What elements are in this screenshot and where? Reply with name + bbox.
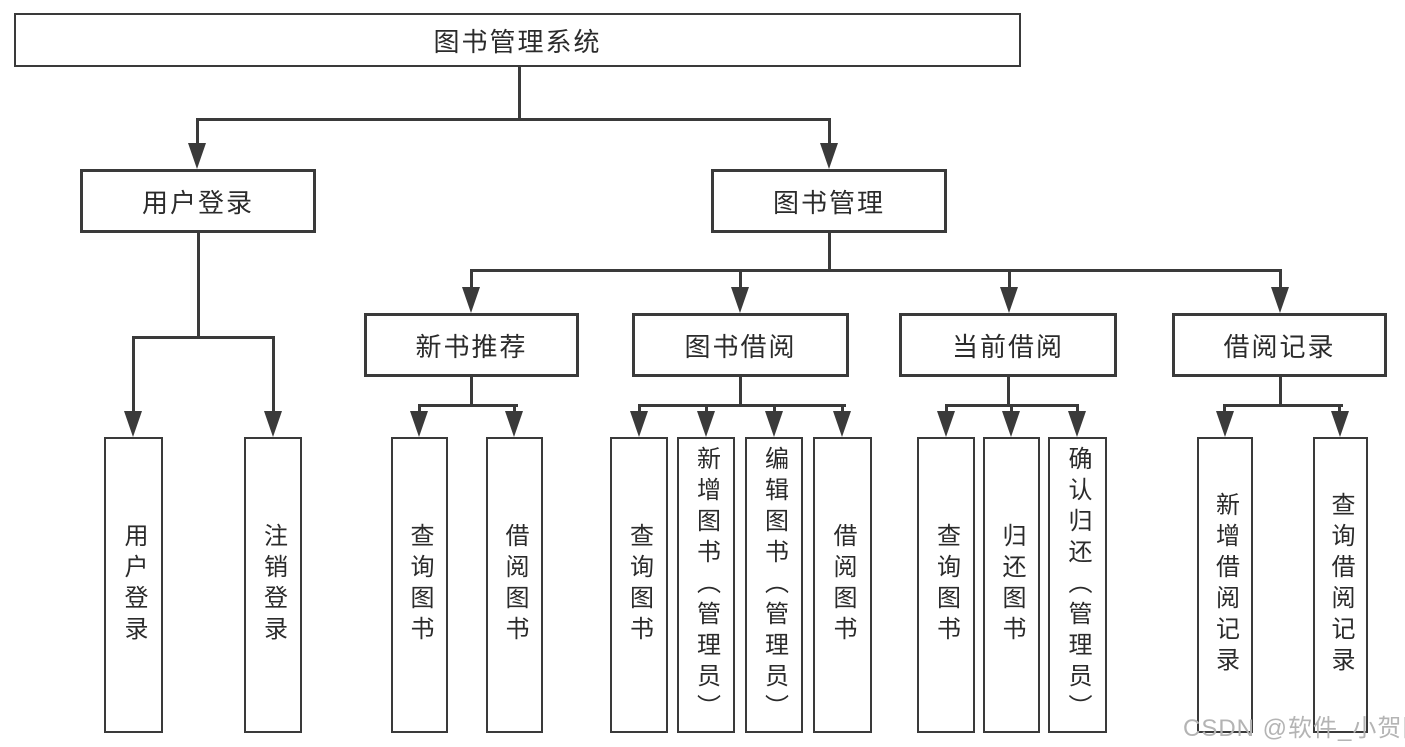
leaf-edit-book-admin: 编辑图书（管理员） bbox=[745, 437, 803, 733]
arrow-down-icon bbox=[833, 411, 851, 437]
node-label: 图书管理 bbox=[772, 187, 885, 218]
node-borrowing-records: 借阅记录 bbox=[1172, 313, 1387, 377]
leaf-label: 确认归还（管理员） bbox=[1064, 445, 1091, 725]
connector-newbook-fork bbox=[418, 404, 518, 407]
leaf-add-borrow-record: 新增借阅记录 bbox=[1197, 437, 1253, 733]
node-label: 当前借阅 bbox=[951, 331, 1064, 362]
connector-drop-user-login bbox=[196, 118, 199, 148]
connector-drop-leaf bbox=[1338, 404, 1341, 414]
arrow-down-icon bbox=[1216, 411, 1234, 437]
leaf-label: 注销登录 bbox=[259, 523, 287, 647]
leaf-confirm-return-admin: 确认归还（管理员） bbox=[1048, 437, 1107, 733]
leaf-query-borrow-record: 查询借阅记录 bbox=[1313, 437, 1368, 733]
arrow-down-icon bbox=[462, 287, 480, 313]
leaf-label: 借阅图书 bbox=[829, 523, 856, 647]
connector-book-management-fork bbox=[470, 269, 1282, 272]
connector-drop-leaf bbox=[418, 404, 421, 414]
arrow-down-icon bbox=[1271, 287, 1289, 313]
arrow-down-icon bbox=[1331, 411, 1349, 437]
connector-records-stem bbox=[1279, 377, 1282, 406]
node-user-login: 用户登录 bbox=[80, 169, 316, 233]
connector-root-fork bbox=[196, 118, 831, 121]
connector-drop-leaf bbox=[705, 404, 708, 414]
arrow-down-icon bbox=[937, 411, 955, 437]
arrow-down-icon bbox=[731, 287, 749, 313]
connector-user-login-stem bbox=[197, 233, 200, 336]
connector-borrowing-stem bbox=[739, 377, 742, 406]
arrow-down-icon bbox=[410, 411, 428, 437]
connector-drop-leaf bbox=[1010, 404, 1013, 414]
arrow-down-icon bbox=[820, 143, 838, 169]
arrow-down-icon bbox=[505, 411, 523, 437]
leaf-label: 查询图书 bbox=[625, 523, 653, 647]
leaf-logout: 注销登录 bbox=[244, 437, 302, 733]
leaf-return-books: 归还图书 bbox=[983, 437, 1040, 733]
node-current-borrowing: 当前借阅 bbox=[899, 313, 1117, 377]
leaf-borrow-books-recommend: 借阅图书 bbox=[486, 437, 543, 733]
node-new-book-recommendation: 新书推荐 bbox=[364, 313, 579, 377]
arrow-down-icon bbox=[1068, 411, 1086, 437]
connector-borrowing-fork bbox=[638, 404, 846, 407]
arrow-down-icon bbox=[188, 143, 206, 169]
leaf-query-books-recommend: 查询图书 bbox=[391, 437, 448, 733]
leaf-add-book-admin: 新增图书（管理员） bbox=[677, 437, 735, 733]
arrow-down-icon bbox=[630, 411, 648, 437]
connector-drop-leaf bbox=[841, 404, 844, 414]
connector-root-stem bbox=[518, 67, 521, 118]
leaf-user-login: 用户登录 bbox=[104, 437, 163, 733]
connector-user-login-fork bbox=[132, 336, 275, 339]
node-label: 新书推荐 bbox=[415, 331, 528, 362]
csdn-watermark: CSDN @软件_小贺同学 bbox=[1183, 715, 1405, 742]
leaf-label: 新增图书（管理员） bbox=[692, 445, 720, 725]
connector-drop-level3 bbox=[1279, 269, 1282, 289]
arrow-down-icon bbox=[264, 411, 282, 437]
connector-drop-leaf bbox=[272, 336, 275, 414]
connector-drop-book-management bbox=[828, 118, 831, 148]
node-label: 借阅记录 bbox=[1223, 331, 1336, 362]
connector-drop-leaf bbox=[773, 404, 776, 414]
leaf-query-books-current: 查询图书 bbox=[917, 437, 975, 733]
connector-current-stem bbox=[1007, 377, 1010, 406]
node-library-management-system: 图书管理系统 bbox=[14, 13, 1021, 67]
arrow-down-icon bbox=[697, 411, 715, 437]
connector-drop-level3 bbox=[1008, 269, 1011, 289]
leaf-borrow-books-borrow: 借阅图书 bbox=[813, 437, 872, 733]
leaf-label: 用户登录 bbox=[120, 523, 147, 647]
leaf-label: 归还图书 bbox=[998, 523, 1025, 647]
arrow-down-icon bbox=[1002, 411, 1020, 437]
node-label: 用户登录 bbox=[141, 187, 254, 218]
node-label: 图书管理系统 bbox=[433, 26, 602, 57]
leaf-label: 查询图书 bbox=[932, 523, 960, 647]
connector-drop-level3 bbox=[470, 269, 473, 289]
leaf-query-books-borrow: 查询图书 bbox=[610, 437, 668, 733]
arrow-down-icon bbox=[765, 411, 783, 437]
connector-records-fork bbox=[1223, 404, 1343, 407]
leaf-label: 查询借阅记录 bbox=[1327, 492, 1354, 678]
node-book-borrowing: 图书借阅 bbox=[632, 313, 849, 377]
connector-drop-leaf bbox=[638, 404, 641, 414]
arrow-down-icon bbox=[124, 411, 142, 437]
leaf-label: 查询图书 bbox=[406, 523, 433, 647]
leaf-label: 编辑图书（管理员） bbox=[760, 445, 788, 725]
connector-drop-leaf bbox=[513, 404, 516, 414]
connector-book-management-stem bbox=[828, 233, 831, 271]
connector-drop-level3 bbox=[739, 269, 742, 289]
connector-drop-leaf bbox=[132, 336, 135, 414]
node-label: 图书借阅 bbox=[684, 331, 797, 362]
leaf-label: 借阅图书 bbox=[501, 523, 528, 647]
connector-drop-leaf bbox=[1076, 404, 1079, 414]
connector-newbook-stem bbox=[470, 377, 473, 406]
arrow-down-icon bbox=[1000, 287, 1018, 313]
connector-drop-leaf bbox=[945, 404, 948, 414]
node-book-management: 图书管理 bbox=[711, 169, 947, 233]
leaf-label: 新增借阅记录 bbox=[1211, 492, 1239, 678]
connector-drop-leaf bbox=[1223, 404, 1226, 414]
